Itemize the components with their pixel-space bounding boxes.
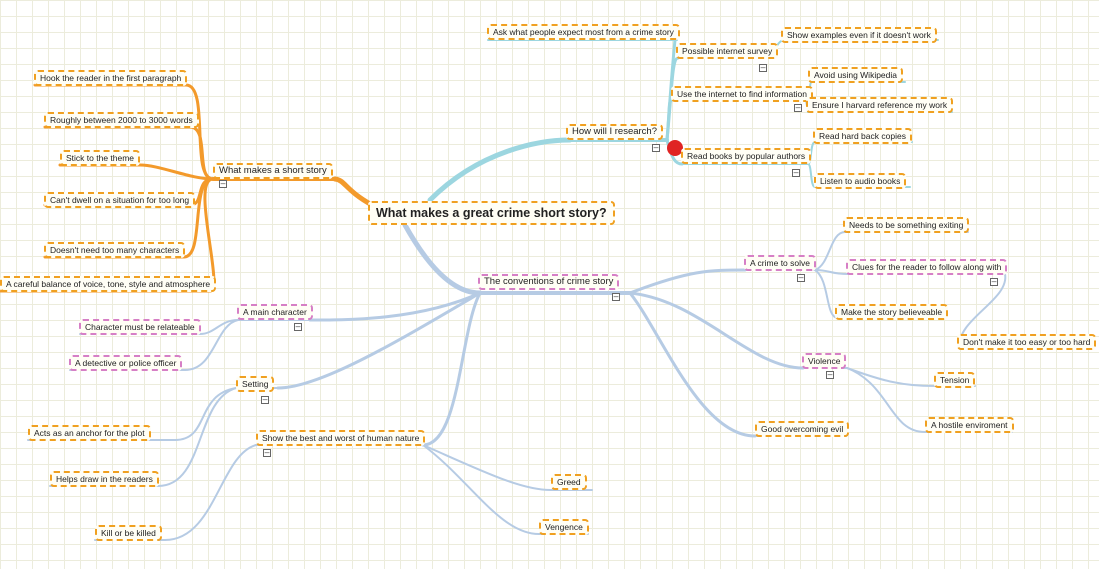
edge-nature-kill [164, 444, 257, 541]
subtopic-clues-for-reader[interactable]: Clues for the reader to follow along wit… [846, 259, 1008, 275]
subtopic-show-examples[interactable]: Show examples even if it doesn't work [781, 27, 937, 43]
subtopic-stick-to-theme[interactable]: Stick to the theme [60, 150, 141, 166]
edge-root-short-story [332, 176, 375, 208]
edge-short-child-2 [188, 125, 215, 181]
edge-setting-child-1 [174, 387, 237, 441]
subtopic-read-books[interactable]: Read books by popular authors [681, 148, 812, 164]
subtopic-something-exiting[interactable]: Needs to be something exiting [843, 217, 970, 233]
topic-conventions-of-crime-story[interactable]: The conventions of crime story [478, 274, 620, 290]
edge-conv-violence [628, 291, 805, 370]
subtopic-hostile-enviroment[interactable]: A hostile enviroment [925, 417, 1014, 433]
edge-nature-vengence [422, 444, 540, 535]
subtopic-cant-dwell[interactable]: Can't dwell on a situation for too long [44, 192, 196, 208]
edge-violence-child-1 [846, 367, 936, 387]
subtopic-read-hard-back[interactable]: Read hard back copies [813, 128, 912, 144]
collapse-toggle-nature[interactable] [263, 449, 271, 457]
collapse-toggle-books[interactable] [792, 169, 800, 177]
subtopic-relateable-character[interactable]: Character must be relateable [79, 319, 201, 335]
collapse-toggle-survey[interactable] [759, 64, 767, 72]
edge-main-child-2 [184, 319, 239, 371]
edge-crime-child-1 [814, 231, 846, 271]
subtopic-a-main-character[interactable]: A main character [237, 304, 313, 320]
collapse-toggle-clues[interactable] [990, 278, 998, 286]
edge-books-child-2 [807, 163, 816, 188]
edge-root-research [427, 137, 573, 203]
subtopic-draw-in-readers[interactable]: Helps draw in the readers [50, 471, 159, 487]
collapse-toggle-research[interactable] [652, 144, 660, 152]
edge-short-child-3 [138, 163, 215, 181]
subtopic-kill-or-be-killed[interactable]: Kill or be killed [95, 525, 162, 541]
root-topic[interactable]: What makes a great crime short story? [368, 201, 615, 225]
subtopic-not-too-easy[interactable]: Don't make it too easy or too hard [957, 334, 1097, 350]
edge-crime-child-2 [814, 269, 849, 275]
subtopic-possible-internet-survey[interactable]: Possible internet survey [676, 43, 779, 59]
collapse-toggle-internet[interactable] [794, 104, 802, 112]
subtopic-vengence[interactable]: Vengence [539, 519, 589, 535]
subtopic-make-believeable[interactable]: Make the story believeable [835, 304, 949, 320]
topic-what-makes-a-short-story[interactable]: What makes a short story [213, 163, 333, 179]
subtopic-detective-or-police[interactable]: A detective or police officer [69, 355, 183, 371]
collapse-toggle-main-character[interactable] [294, 323, 302, 331]
collapse-toggle-crime[interactable] [797, 274, 805, 282]
topic-how-will-i-research[interactable]: How will I research? [566, 124, 663, 140]
edge-conv-good [628, 291, 757, 438]
subtopic-setting[interactable]: Setting [236, 376, 275, 392]
edge-short-child-6 [203, 177, 216, 293]
subtopic-hook-the-reader[interactable]: Hook the reader in the first paragraph [34, 70, 188, 86]
subtopic-use-the-internet[interactable]: Use the internet to find information [671, 86, 813, 102]
edge-conv-setting [276, 291, 482, 390]
edge-conv-nature [421, 291, 482, 447]
edge-conv-crime [628, 268, 747, 295]
subtopic-word-count[interactable]: Roughly between 2000 to 3000 words [44, 112, 199, 128]
edge-setting-child-2 [157, 387, 237, 487]
subtopic-tension[interactable]: Tension [934, 372, 976, 388]
selection-marker-dot[interactable] [667, 140, 683, 156]
subtopic-violence[interactable]: Violence [802, 353, 847, 369]
collapse-toggle-conventions[interactable] [612, 293, 620, 301]
subtopic-good-overcoming-evil[interactable]: Good overcoming evil [755, 421, 850, 437]
subtopic-greed[interactable]: Greed [551, 474, 587, 490]
subtopic-audio-books[interactable]: Listen to audio books [814, 173, 907, 189]
edge-root-conventions [402, 222, 483, 296]
subtopic-a-crime-to-solve[interactable]: A crime to solve [744, 255, 816, 271]
subtopic-few-characters[interactable]: Doesn't need too many characters [44, 242, 186, 258]
collapse-toggle-short-story[interactable] [219, 180, 227, 188]
edge-conv-main-character [308, 291, 482, 322]
subtopic-careful-balance[interactable]: A careful balance of voice, tone, style … [0, 276, 217, 292]
subtopic-ask-what-people-expect[interactable]: Ask what people expect most from a crime… [487, 24, 680, 40]
edge-nature-greed [422, 444, 552, 491]
edge-crime-child-3 [814, 269, 839, 319]
subtopic-avoid-wikipedia[interactable]: Avoid using Wikipedia [808, 67, 903, 83]
edge-violence-child-2 [846, 367, 926, 433]
subtopic-best-and-worst-of-human-nature[interactable]: Show the best and worst of human nature [256, 430, 426, 446]
collapse-toggle-violence[interactable] [826, 371, 834, 379]
subtopic-harvard-reference[interactable]: Ensure I harvard reference my work [806, 97, 954, 113]
collapse-toggle-setting[interactable] [261, 396, 269, 404]
subtopic-anchor-for-plot[interactable]: Acts as an anchor for the plot [28, 425, 151, 441]
